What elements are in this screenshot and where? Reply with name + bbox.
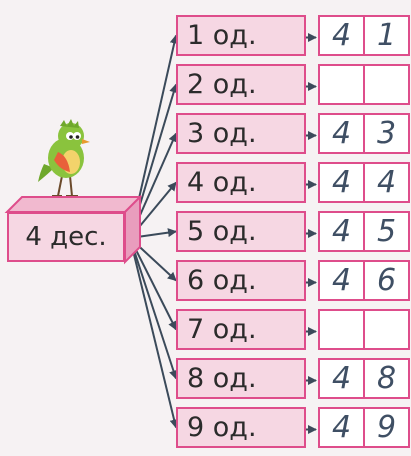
unit-label: 3 од. (187, 118, 257, 149)
tens-digit: 4 (332, 410, 351, 445)
units-digit-cell (363, 309, 410, 350)
tens-digit: 4 (332, 214, 351, 249)
fan-arrows (130, 36, 176, 428)
units-digit: 1 (377, 18, 396, 53)
unit-box-2: 2 од. (176, 64, 306, 105)
units-digit: 9 (377, 410, 396, 445)
tens-digit-cell (318, 309, 365, 350)
units-digit-cell: 4 (363, 162, 410, 203)
tens-digit: 4 (332, 165, 351, 200)
tens-digit-cell: 4 (318, 113, 365, 154)
unit-label: 2 од. (187, 69, 257, 100)
tens-digit: 4 (332, 18, 351, 53)
tens-digit-cell: 4 (318, 15, 365, 56)
tens-digit-cell: 4 (318, 260, 365, 301)
tens-digit: 4 (332, 361, 351, 396)
unit-box-8: 8 од. (176, 358, 306, 399)
units-digit: 5 (377, 214, 396, 249)
unit-label: 4 од. (187, 167, 257, 198)
tens-digit-cell: 4 (318, 358, 365, 399)
fan-arrow (130, 134, 176, 239)
fan-arrow (130, 238, 176, 330)
bird-icon (38, 112, 96, 202)
tens-digit: 4 (332, 116, 351, 151)
units-digit: 3 (377, 116, 396, 151)
unit-box-5: 5 од. (176, 211, 306, 252)
unit-label: 6 од. (187, 265, 257, 296)
unit-label: 5 од. (187, 216, 257, 247)
units-digit-cell (363, 64, 410, 105)
units-digit-cell: 8 (363, 358, 410, 399)
unit-box-3: 3 од. (176, 113, 306, 154)
tens-digit-cell: 4 (318, 211, 365, 252)
unit-box-7: 7 од. (176, 309, 306, 350)
units-digit: 4 (377, 165, 396, 200)
unit-label: 7 од. (187, 314, 257, 345)
unit-box-9: 9 од. (176, 407, 306, 448)
units-digit: 8 (377, 361, 396, 396)
unit-box-6: 6 од. (176, 260, 306, 301)
fan-arrow (130, 238, 176, 428)
fan-arrow (130, 36, 176, 239)
tens-digit-cell (318, 64, 365, 105)
tens-digit-cell: 4 (318, 407, 365, 448)
fan-arrow (130, 232, 176, 239)
unit-label: 1 од. (187, 20, 257, 51)
units-digit-cell: 3 (363, 113, 410, 154)
units-digit-cell: 9 (363, 407, 410, 448)
tens-label: 4 дес. (25, 222, 106, 252)
tens-digit-cell: 4 (318, 162, 365, 203)
units-digit-cell: 1 (363, 15, 410, 56)
unit-box-4: 4 од. (176, 162, 306, 203)
unit-box-1: 1 од. (176, 15, 306, 56)
units-digit: 6 (377, 263, 396, 298)
unit-label: 8 од. (187, 363, 257, 394)
fan-arrow (130, 85, 176, 239)
tens-box: 4 дес. (7, 212, 125, 262)
tens-digit: 4 (332, 263, 351, 298)
units-digit-cell: 5 (363, 211, 410, 252)
units-digit-cell: 6 (363, 260, 410, 301)
unit-label: 9 од. (187, 412, 257, 443)
